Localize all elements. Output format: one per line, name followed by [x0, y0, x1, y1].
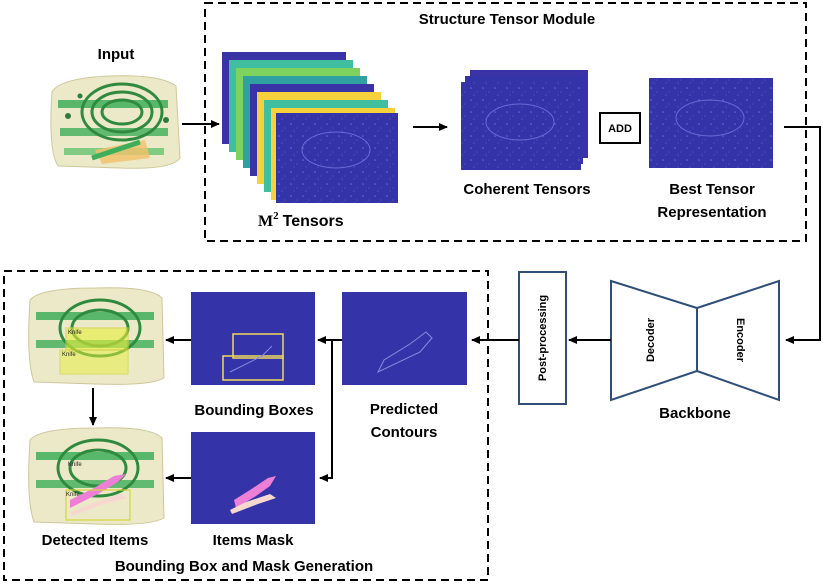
predicted-label-line1: Predicted — [370, 401, 438, 418]
bounding-boxes-image — [191, 292, 315, 385]
coherent-tensors-stack — [461, 70, 588, 170]
input-label: Input — [98, 46, 135, 63]
add-label: ADD — [608, 123, 632, 135]
arrow-to-items-mask — [319, 340, 333, 482]
bounding-boxes-label: Bounding Boxes — [194, 402, 313, 419]
items-mask-label: Items Mask — [213, 532, 295, 549]
detected-items-label: Detected Items — [42, 532, 149, 549]
predicted-label-line2: Contours — [371, 424, 438, 441]
best-tensor-label-line2: Representation — [657, 204, 766, 221]
structure-tensor-module-box — [204, 2, 807, 242]
best-tensor-image — [649, 78, 773, 168]
svg-text:Knife: Knife — [66, 492, 80, 498]
items-mask-image — [191, 432, 315, 524]
generation-module-box — [3, 270, 489, 581]
post-processing-box — [518, 271, 567, 405]
detected-mask-image: Knife Knife — [28, 427, 165, 525]
svg-text:Knife: Knife — [68, 330, 82, 336]
svg-text:Knife: Knife — [68, 462, 82, 468]
coherent-tensors-label: Coherent Tensors — [463, 181, 590, 198]
add-box — [599, 112, 641, 144]
structure-module-title: Structure Tensor Module — [419, 11, 595, 28]
m2-tensors-label: M2 Tensors — [258, 210, 344, 230]
svg-text:Knife: Knife — [62, 352, 76, 358]
detected-bbox-image: Knife Knife — [28, 287, 165, 385]
input-xray-image — [50, 75, 181, 169]
backbone-label: Backbone — [659, 405, 731, 422]
post-processing-label: Post-processing — [537, 295, 549, 381]
predicted-contours-image — [342, 292, 467, 385]
encoder-label: Encoder — [734, 318, 746, 363]
generation-module-title: Bounding Box and Mask Generation — [115, 558, 373, 575]
encoder-shape — [696, 279, 780, 402]
arrow-best-to-backbone — [784, 126, 821, 344]
m2-tensor-stack — [222, 52, 398, 203]
best-tensor-label-line1: Best Tensor — [669, 181, 755, 198]
decoder-label: Decoder — [645, 317, 657, 362]
